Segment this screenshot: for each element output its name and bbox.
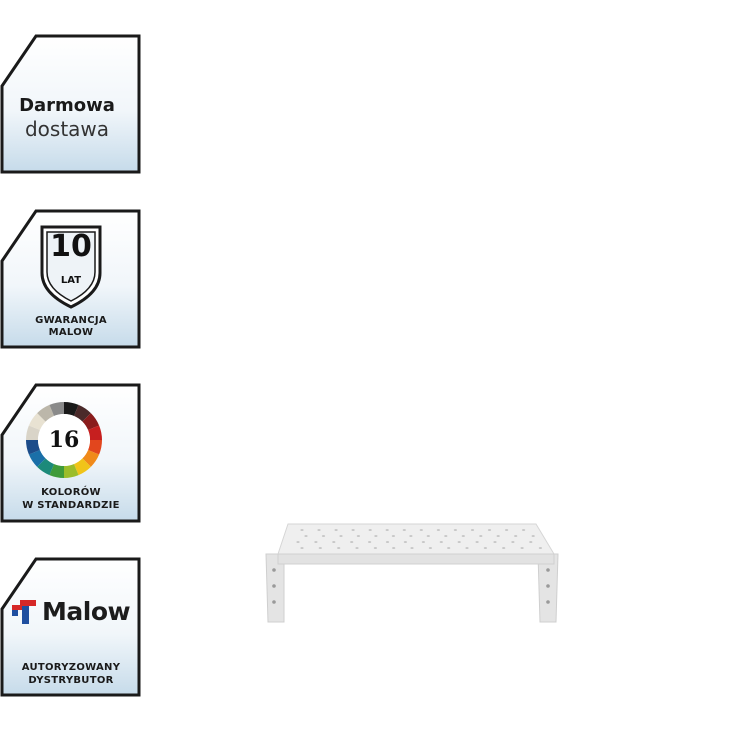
perforation-hole (475, 541, 479, 543)
color-swatch (37, 458, 55, 476)
warranty-number: 10 (50, 229, 92, 264)
perforation-hole (402, 529, 406, 531)
color-swatch (88, 425, 102, 440)
color-swatch (37, 404, 55, 422)
perforation-hole (391, 535, 395, 537)
perforation-hole (426, 535, 430, 537)
badge-frame (0, 34, 141, 174)
malow-logo: Malow (12, 597, 131, 626)
badge-colors: 16 KOLORÓW W STANDARDZIE (0, 383, 142, 523)
color-wheel-icon (26, 402, 102, 478)
color-swatch (73, 404, 91, 422)
color-swatch (28, 413, 46, 431)
perforation-hole (419, 529, 423, 531)
perforation-hole (374, 535, 378, 537)
badge-title: Darmowa (19, 95, 115, 116)
perforation-hole (465, 547, 469, 549)
perforation-hole (493, 541, 497, 543)
perforation-hole (436, 529, 440, 531)
perforation-hole (373, 547, 377, 549)
perforation-hole (514, 535, 518, 537)
color-swatch (88, 440, 102, 455)
badge-title: KOLORÓW (41, 487, 101, 498)
perforation-hole (470, 529, 475, 531)
perforation-hole (520, 547, 524, 549)
badge-subtitle: MALOW (48, 327, 94, 338)
perforation-hole (457, 541, 461, 543)
perforation-hole (496, 535, 500, 537)
perforation-hole (409, 535, 413, 537)
perforation-hole (337, 547, 341, 549)
perforation-hole (355, 547, 359, 549)
shelf-perforation (296, 529, 542, 549)
perforation-hole (300, 529, 304, 531)
color-swatch (64, 402, 79, 416)
badge-frame (0, 383, 141, 523)
color-swatch (73, 458, 91, 476)
perforation-hole (511, 541, 515, 543)
color-swatch (49, 402, 64, 416)
perforation-hole (314, 541, 318, 543)
perforation-hole (421, 541, 425, 543)
perforation-hole (403, 541, 407, 543)
perforation-hole (351, 529, 355, 531)
brand-name: Malow (42, 597, 131, 626)
badge-frame (0, 557, 141, 697)
shield-icon (40, 225, 102, 309)
badge-subtitle: dostawa (24, 117, 110, 141)
perforation-hole (529, 541, 533, 543)
badge-frame (0, 209, 141, 349)
perforation-hole (304, 535, 308, 537)
perforation-hole (334, 529, 338, 531)
color-swatch (82, 449, 100, 467)
perforation-hole (453, 529, 457, 531)
perforation-hole (321, 535, 326, 537)
perforation-hole (439, 541, 443, 543)
badge-warranty: 10 LAT GWARANCJA MALOW (0, 209, 142, 349)
color-swatch (26, 425, 40, 440)
perforation-hole (392, 547, 396, 549)
color-swatch (28, 449, 46, 467)
badge-subtitle: DYSTRYBUTOR (28, 675, 114, 686)
color-swatch (26, 440, 40, 455)
perforation-hole (447, 547, 451, 549)
perforation-hole (317, 529, 321, 531)
perforation-hole (296, 541, 300, 543)
color-swatch (64, 464, 79, 478)
warranty-unit: LAT (60, 275, 82, 286)
badge-title: AUTORYZOWANY (21, 662, 121, 673)
perforation-hole (461, 535, 465, 537)
badge-title: GWARANCJA (35, 315, 107, 326)
product-shelf-image (265, 523, 559, 623)
malow-logo-icon (12, 599, 36, 624)
perforation-hole (385, 541, 390, 543)
perforation-hole (531, 535, 535, 537)
perforation-hole (479, 535, 483, 537)
perforation-hole (356, 535, 360, 537)
perforation-hole (538, 547, 542, 549)
color-swatch (49, 464, 64, 478)
colors-count: 16 (48, 427, 80, 453)
perforation-hole (318, 547, 322, 549)
perforation-hole (332, 541, 336, 543)
color-swatch (82, 413, 100, 431)
perforation-hole (428, 547, 432, 549)
perforation-hole (368, 541, 372, 543)
perforation-hole (350, 541, 354, 543)
perforation-hole (368, 529, 372, 531)
perforation-hole (300, 547, 304, 549)
badge-subtitle: W STANDARDZIE (22, 500, 120, 511)
perforation-hole (410, 547, 414, 549)
perforation-hole (505, 529, 509, 531)
perforation-hole (522, 529, 526, 531)
perforation-hole (483, 547, 487, 549)
perforation-hole (385, 529, 389, 531)
perforation-hole (487, 529, 492, 531)
perforation-hole (339, 535, 343, 537)
perforation-hole (444, 535, 448, 537)
badge-distributor: Malow AUTORYZOWANY DYSTRYBUTOR (0, 557, 142, 697)
perforation-hole (502, 547, 506, 549)
badge-free-delivery: Darmowa dostawa (0, 34, 142, 174)
